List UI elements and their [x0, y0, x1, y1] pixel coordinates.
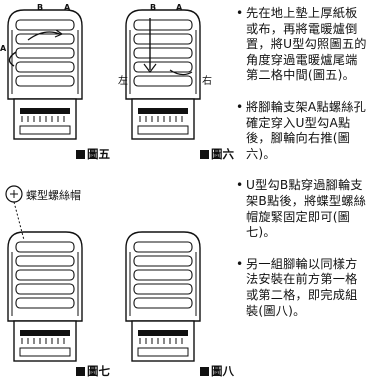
bullet: • — [236, 256, 244, 271]
fig8-caption: 圖八 — [200, 363, 234, 379]
bullet: • — [236, 178, 244, 193]
illustrations — [5, 9, 201, 362]
figure-8-drawing — [125, 231, 201, 362]
instruction-text: 另一組腳輪以同樣方法安裝在前方第一格或第二格，即完成組裝(圖八)。 — [246, 256, 358, 318]
figure-6-drawing — [125, 9, 201, 140]
fig5-label-a-side: A — [0, 44, 7, 53]
fig7-caption: 圖七 — [76, 363, 110, 379]
instruction-text: 將腳輪支架A點螺絲孔確定穿入U型勾A點後，腳輪向右推(圖六)。 — [246, 99, 367, 161]
instructions-list: • 先在地上墊上厚紙板或布，再將電暖爐倒置，將U型勾照圖五的角度穿過電暖爐尾端第… — [236, 6, 369, 335]
caption-square-icon — [200, 150, 209, 159]
caption-square-icon — [76, 367, 85, 376]
caption-square-icon — [200, 367, 209, 376]
figure-7-drawing — [5, 185, 83, 362]
caption-square-icon — [76, 150, 85, 159]
instruction-text: 先在地上墊上厚紙板或布，再將電暖爐倒置，將U型勾照圖五的角度穿過電暖爐尾端第二格… — [246, 6, 367, 83]
fig5-label-b: B — [37, 3, 44, 12]
instruction-step: • 將腳輪支架A點螺絲孔確定穿入U型勾A點後，腳輪向右推(圖六)。 — [236, 100, 369, 162]
fig5-caption: 圖五 — [76, 146, 110, 162]
fig6-label-a: A — [176, 3, 183, 12]
fig5-label-a: A — [64, 3, 71, 12]
instruction-text: U型勾B點穿過腳輪支架B點後，將蝶型螺絲帽旋緊固定即可(圖七)。 — [246, 178, 367, 240]
wing-nut-label: 蝶型螺絲帽 — [26, 189, 81, 202]
bullet: • — [236, 6, 244, 20]
fig6-label-left: 左 — [118, 76, 128, 87]
fig6-label-b: B — [150, 3, 157, 12]
instruction-step: • 先在地上墊上厚紙板或布，再將電暖爐倒置，將U型勾照圖五的角度穿過電暖爐尾端第… — [236, 6, 369, 84]
instruction-step: • U型勾B點穿過腳輪支架B點後，將蝶型螺絲帽旋緊固定即可(圖七)。 — [236, 178, 369, 240]
bullet: • — [236, 99, 244, 114]
figure-5-drawing — [7, 9, 83, 140]
fig6-caption: 圖六 — [200, 146, 234, 162]
instruction-step: • 另一組腳輪以同樣方法安裝在前方第一格或第二格，即完成組裝(圖八)。 — [236, 257, 369, 319]
fig6-label-right: 右 — [202, 76, 212, 87]
